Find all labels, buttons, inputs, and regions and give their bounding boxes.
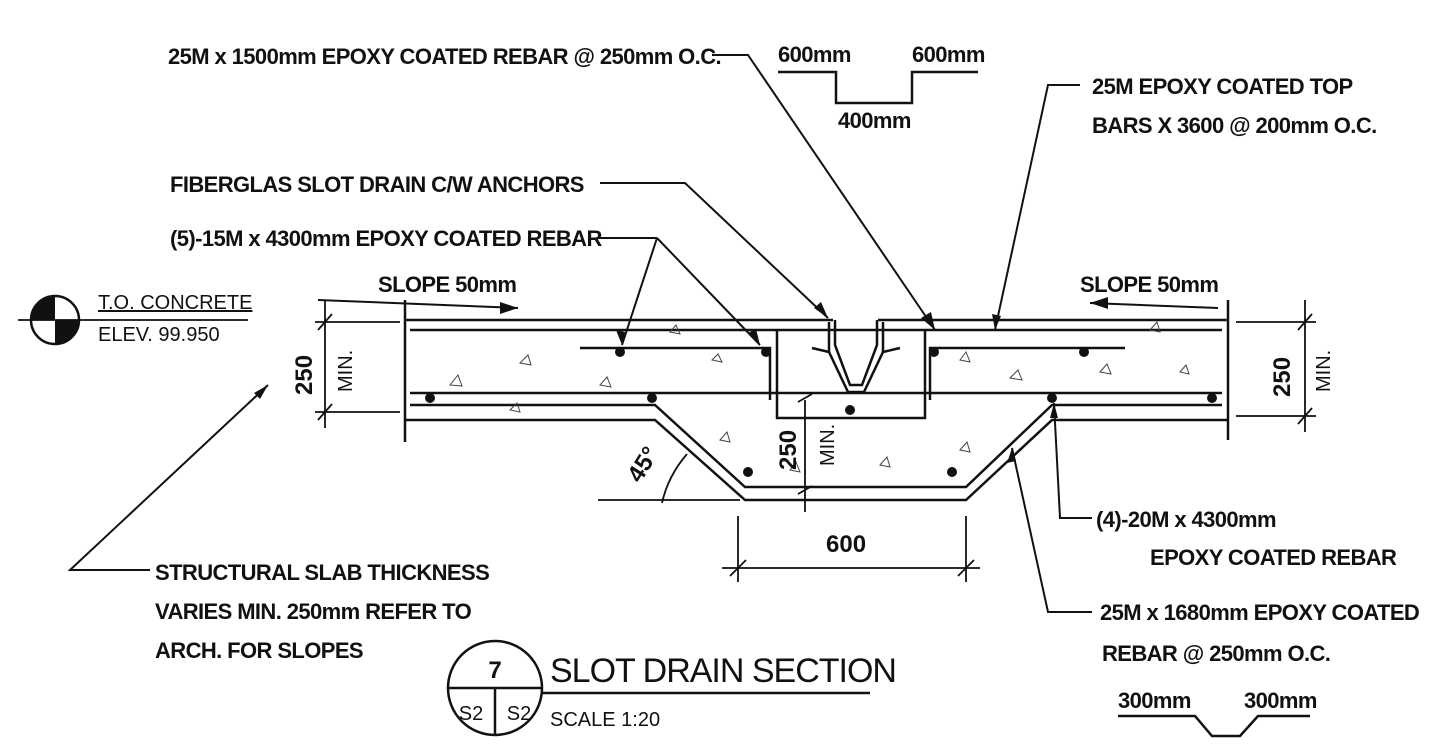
- bend-diagram-bottom: [1118, 714, 1310, 738]
- min-left-label: MIN.: [335, 350, 357, 392]
- dim-600-label: 600: [826, 531, 866, 558]
- top-rebar-label: 25M x 1500mm EPOXY COATED REBAR @ 250mm …: [168, 44, 721, 69]
- datum-symbol-icon: [18, 294, 248, 346]
- min-center-label: MIN.: [817, 424, 839, 466]
- sheet-ref-right: S2: [507, 703, 531, 725]
- bend2-left-label: 300mm: [1118, 688, 1191, 713]
- section-title: SLOT DRAIN SECTION: [550, 652, 896, 690]
- struct-slab-label-line1: STRUCTURAL SLAB THICKNESS: [155, 560, 489, 585]
- to-concrete-label: T.O. CONCRETE: [98, 292, 252, 314]
- slope-right-label: SLOPE 50mm: [1080, 272, 1218, 297]
- rebar-lines: [410, 328, 1222, 489]
- bend2-right-label: 300mm: [1244, 688, 1317, 713]
- top-bars-label-line2: BARS X 3600 @ 200mm O.C.: [1092, 113, 1377, 138]
- rebar-15m-label: (5)-15M x 4300mm EPOXY COATED REBAR: [170, 226, 602, 251]
- dim-250-center: 250: [775, 430, 802, 470]
- dimension-lines: [315, 300, 1316, 582]
- dim-250-left: 250: [291, 355, 318, 395]
- arrow-heads: [254, 297, 1108, 463]
- bend-mid-label: 400mm: [838, 108, 911, 133]
- scale-label: SCALE 1:20: [550, 709, 660, 731]
- struct-slab-label-line3: ARCH. FOR SLOPES: [155, 638, 363, 663]
- min-right-label: MIN.: [1313, 350, 1335, 392]
- rebar-20m-label-line1: (4)-20M x 4300mm: [1096, 507, 1276, 532]
- slot-drain-label: FIBERGLAS SLOT DRAIN C/W ANCHORS: [170, 172, 584, 197]
- bend-right-label: 600mm: [912, 42, 985, 67]
- rebar-20m-label-line2: EPOXY COATED REBAR: [1150, 545, 1397, 570]
- top-bars-label-line1: 25M EPOXY COATED TOP: [1092, 74, 1353, 99]
- title-block-graphics: [446, 639, 870, 737]
- bend-diagram-top: [778, 70, 978, 105]
- detail-number: 7: [488, 657, 501, 684]
- leader-lines: [67, 54, 1219, 613]
- bottom-rebar-label-line1: 25M x 1680mm EPOXY COATED: [1100, 600, 1419, 625]
- slope-left-label: SLOPE 50mm: [378, 272, 516, 297]
- rebar-dots: [425, 347, 1217, 477]
- struct-slab-label-line2: VARIES MIN. 250mm REFER TO: [155, 599, 472, 624]
- elevation-label: ELEV. 99.950: [98, 324, 220, 346]
- bend-left-label: 600mm: [778, 42, 851, 67]
- concrete-section: [403, 300, 1230, 502]
- sheet-ref-left: S2: [459, 703, 483, 725]
- bottom-rebar-label-line2: REBAR @ 250mm O.C.: [1102, 641, 1330, 666]
- concrete-aggregate: [449, 320, 1190, 473]
- dim-250-right: 250: [1269, 357, 1296, 397]
